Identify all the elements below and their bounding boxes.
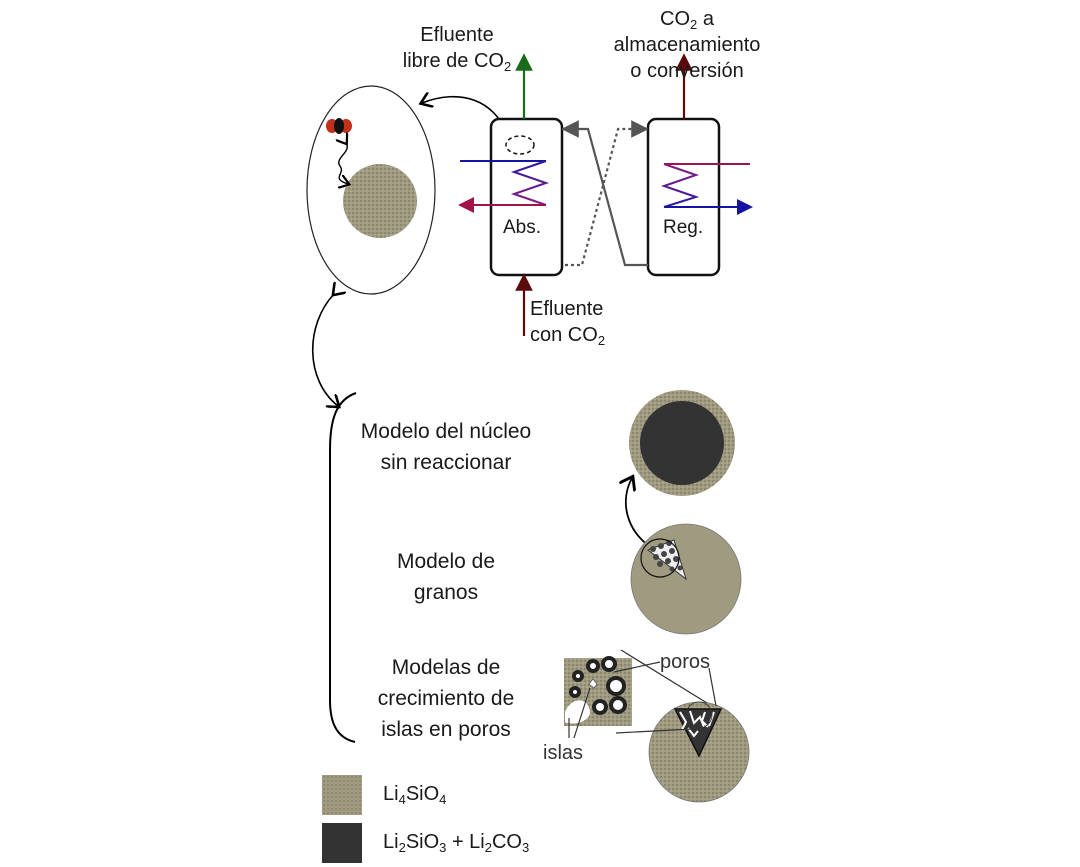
regenerator-label: Reg.: [663, 217, 704, 238]
clean-effluent-label: Efluente libre de CO2: [402, 24, 512, 74]
model-island-growth-label: Modelas de crecimiento de islas en poros: [377, 656, 515, 741]
absorber-label: Abs.: [503, 217, 542, 238]
islands-annotation: islas: [543, 742, 584, 764]
co2-molecule-icon: [326, 118, 352, 134]
absorber-vessel: [489, 117, 564, 277]
absorber-coil: [510, 160, 550, 206]
gas-bubble: [505, 135, 535, 155]
models-bracket: [329, 392, 357, 743]
sorbent-particle: [343, 164, 417, 238]
co2-storage-label: CO2 a almacenamiento o conversión: [613, 8, 761, 82]
diffusion-arrow: [339, 143, 348, 184]
grain-model-particle: [630, 523, 742, 635]
legend-swatch-product: [322, 823, 362, 863]
shrinking-core-particle: [629, 390, 735, 496]
regenerator-vessel: [646, 117, 721, 277]
feed-effluent-label: Efluente con CO2: [530, 298, 606, 348]
loaded-solid-line: [565, 120, 649, 267]
legend-label-sorbent: Li4SiO4: [383, 783, 447, 807]
grain-to-core-arrow: [626, 478, 653, 549]
regenerated-solid-line: [561, 120, 648, 267]
regenerator-coil: [660, 163, 700, 208]
model-grain-label: Modelo de granos: [396, 550, 496, 604]
link-arrow: [311, 294, 338, 406]
pores-annotation: poros: [660, 651, 711, 673]
pore-island-inset: [564, 656, 632, 726]
annotation-lines: [568, 649, 717, 739]
model-shrinking-core-label: Modelo del núcleo sin reaccionar: [360, 420, 532, 474]
legend-label-product: Li2SiO3 + Li2CO3: [383, 831, 530, 855]
legend-swatch-sorbent: [322, 775, 362, 815]
particle-zoom-ellipse: [306, 85, 436, 295]
pore-island-particle: [648, 701, 750, 803]
